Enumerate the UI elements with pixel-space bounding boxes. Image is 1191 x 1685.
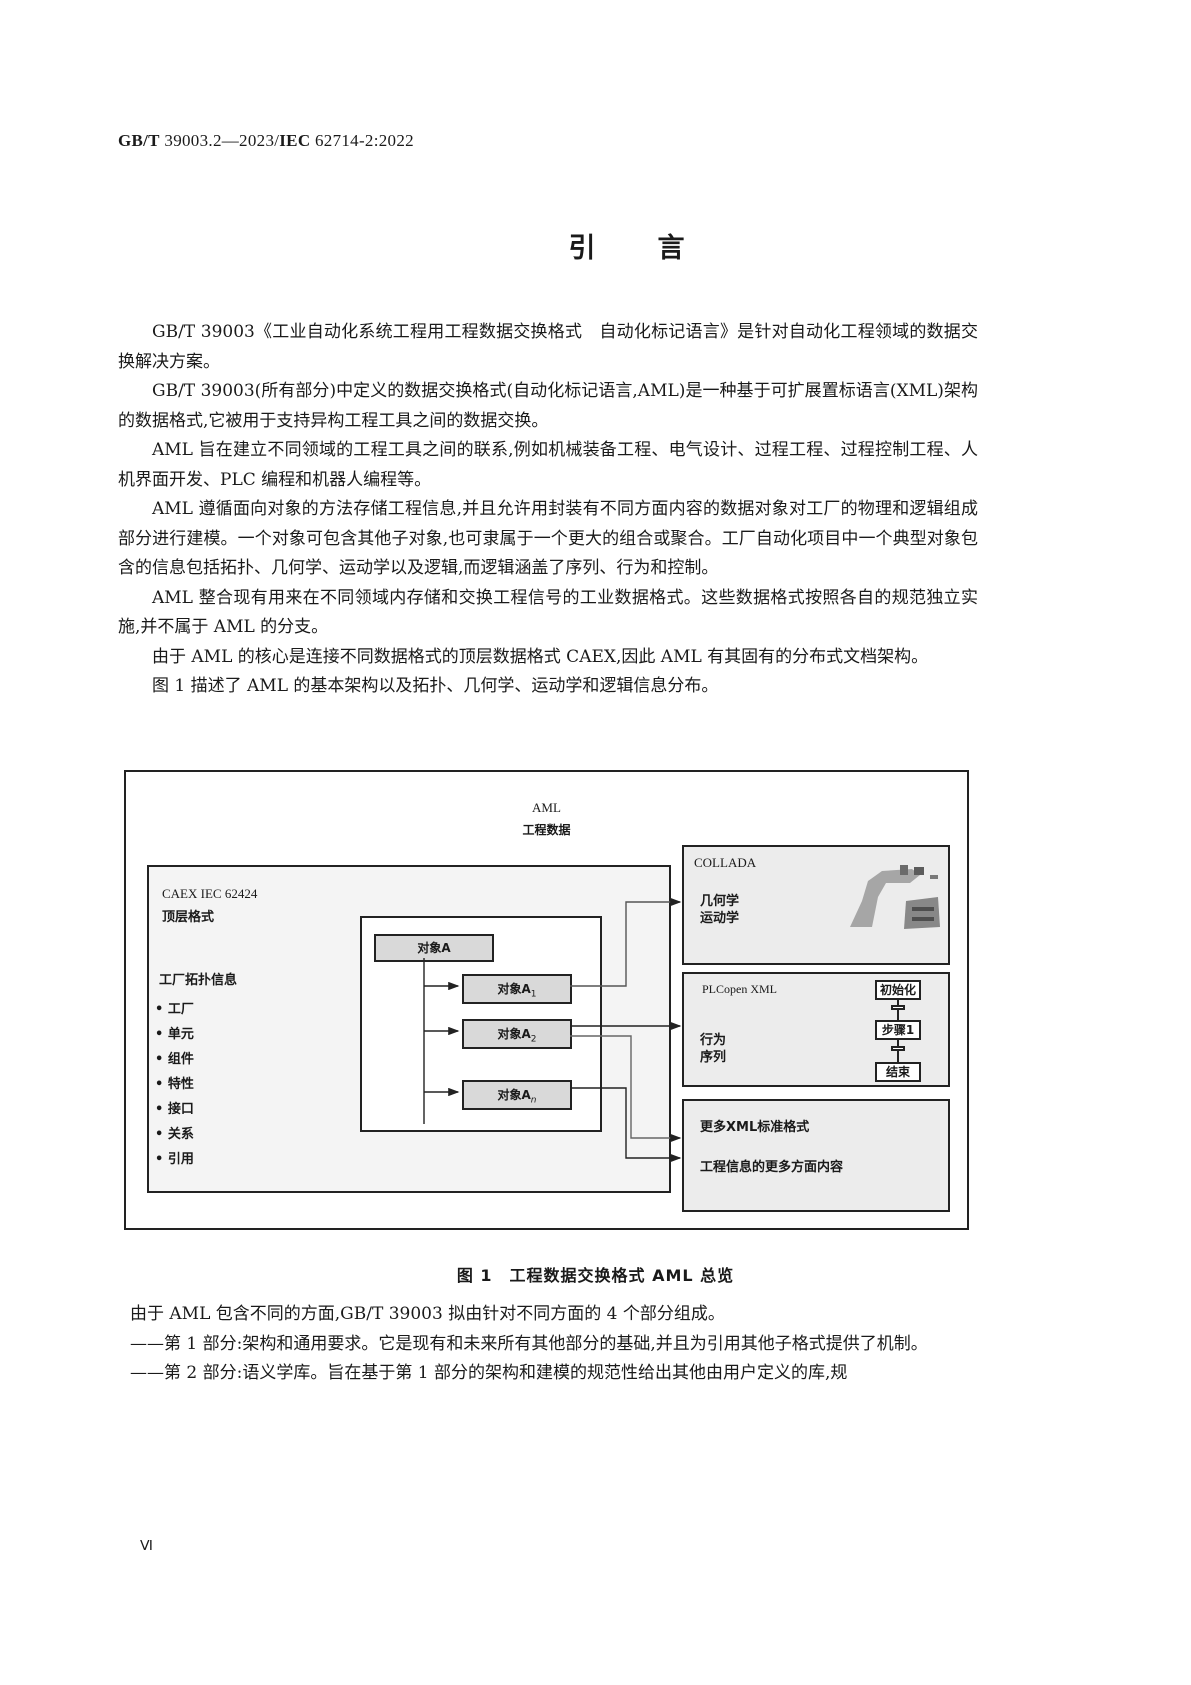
topology-item: 单元 xyxy=(155,1022,194,1047)
sfc-step-init: 初始化 xyxy=(875,980,921,1000)
part-list-item: ——第 1 部分:架构和通用要求。它是现有和未来所有其他部分的基础,并且为引用其… xyxy=(130,1333,928,1354)
collada-aspects: 几何学 运动学 xyxy=(700,893,739,927)
topology-item: 组件 xyxy=(155,1047,194,1072)
sfc-step-end: 结束 xyxy=(875,1062,921,1082)
caex-box: CAEX IEC 62424 顶层格式 工厂拓扑信息 工厂 单元 组件 特性 接… xyxy=(147,865,671,1193)
object-subscript: 2 xyxy=(530,1034,537,1045)
sfc-link xyxy=(897,1040,899,1062)
paragraph: 图 1 描述了 AML 的基本架构以及拓扑、几何学、运动学和逻辑信息分布。 xyxy=(152,676,719,696)
page-number: Ⅵ xyxy=(140,1539,153,1554)
figure-caption: 图 1 工程数据交换格式 AML 总览 xyxy=(456,1266,735,1285)
figure-heading: AML 工程数据 xyxy=(126,797,967,841)
engineering-data-label: 工程数据 xyxy=(522,823,571,837)
topology-item: 引用 xyxy=(155,1147,194,1172)
more-xml-formats-label: 更多XML标准格式 xyxy=(700,1120,810,1135)
paragraph: GB/T 39003《工业自动化系统工程用工程数据交换格式 自动化标记语言》是针… xyxy=(118,322,978,372)
object-label: 对象A xyxy=(497,982,531,996)
sequence-label: 序列 xyxy=(700,1050,727,1065)
object-label: 对象A xyxy=(497,1027,531,1041)
caex-header: CAEX IEC 62424 顶层格式 xyxy=(162,882,257,930)
more-formats-box: 更多XML标准格式 工程信息的更多方面内容 xyxy=(682,1099,950,1212)
standard-prefix: GB/T xyxy=(118,131,160,150)
iec-id: 62714-2:2022 xyxy=(314,131,414,150)
caex-subtitle: 顶层格式 xyxy=(162,910,215,925)
object-label: 对象A xyxy=(497,1088,531,1102)
collada-box: COLLADA 几何学 运动学 xyxy=(682,845,950,965)
object-subscript: 1 xyxy=(530,989,537,1000)
paragraph: 由于 AML 包含不同的方面,GB/T 39003 拟由针对不同方面的 4 个部… xyxy=(130,1304,725,1324)
paragraph: AML 遵循面向对象的方法存储工程信息,并且允许用封装有不同方面内容的数据对象对… xyxy=(118,499,978,578)
sfc-transition xyxy=(891,1005,905,1010)
sfc-transition xyxy=(891,1046,905,1051)
kinematics-label: 运动学 xyxy=(700,911,740,926)
aml-label: AML xyxy=(532,800,561,815)
sfc-step-1: 步骤1 xyxy=(875,1020,921,1040)
collada-name: COLLADA xyxy=(694,855,757,870)
standard-id: 39003.2—2023/ xyxy=(164,131,280,150)
paragraph: AML 旨在建立不同领域的工程工具之间的联系,例如机械装备工程、电气设计、过程工… xyxy=(118,440,978,490)
intro-text-bottom: 由于 AML 包含不同的方面,GB/T 39003 拟由针对不同方面的 4 个部… xyxy=(118,1300,978,1389)
paragraph: AML 整合现有用来在不同领域内存储和交换工程信号的工业数据格式。这些数据格式按… xyxy=(118,587,978,638)
topology-item: 工厂 xyxy=(155,997,194,1022)
aml-overview-figure: AML 工程数据 CAEX IEC 62424 顶层格式 工厂拓扑信息 工厂 单… xyxy=(124,770,969,1230)
object-a-label: 对象A xyxy=(417,941,451,955)
sfc-link xyxy=(897,1000,899,1020)
more-aspects-label: 工程信息的更多方面内容 xyxy=(700,1160,844,1175)
part-list-item: ——第 2 部分:语义学库。旨在基于第 1 部分的架构和建模的规范性给出其他由用… xyxy=(130,1363,848,1383)
plcopen-name: PLCopen XML xyxy=(702,982,777,996)
robot-arm-icon xyxy=(850,865,940,929)
page-title: 引言 xyxy=(568,233,747,264)
object-a2-box: 对象A2 xyxy=(462,1019,572,1049)
topology-list: 工厂 单元 组件 特性 接口 关系 引用 xyxy=(155,997,194,1172)
object-a1-box: 对象A1 xyxy=(462,974,572,1004)
object-a-box: 对象A xyxy=(374,934,494,962)
paragraph: 由于 AML 的核心是连接不同数据格式的顶层数据格式 CAEX,因此 AML 有… xyxy=(152,646,929,667)
standard-header: GB/T 39003.2—2023/IEC 62714-2:2022 xyxy=(118,131,414,151)
iec-prefix: IEC xyxy=(279,131,311,150)
plcopen-aspects: 行为 序列 xyxy=(700,1032,726,1066)
object-subscript: n xyxy=(530,1095,537,1106)
topology-heading: 工厂拓扑信息 xyxy=(159,973,238,988)
topology-item: 关系 xyxy=(155,1122,194,1147)
geometry-label: 几何学 xyxy=(700,894,740,909)
plcopen-box: PLCopen XML 行为 序列 初始化 步骤1 结束 xyxy=(682,972,950,1087)
object-an-box: 对象An xyxy=(462,1080,572,1110)
paragraph: GB/T 39003(所有部分)中定义的数据交换格式(自动化标记语言,AML)是… xyxy=(118,381,978,431)
intro-text-top: GB/T 39003《工业自动化系统工程用工程数据交换格式 自动化标记语言》是针… xyxy=(118,318,978,702)
object-hierarchy-frame: 对象A 对象A1 对象A2 对象An xyxy=(360,916,602,1132)
topology-item: 特性 xyxy=(155,1072,194,1097)
topology-item: 接口 xyxy=(155,1097,194,1122)
caex-name: CAEX IEC 62424 xyxy=(162,886,258,901)
sfc-diagram: 初始化 步骤1 结束 xyxy=(875,980,921,1084)
behavior-label: 行为 xyxy=(700,1033,727,1048)
